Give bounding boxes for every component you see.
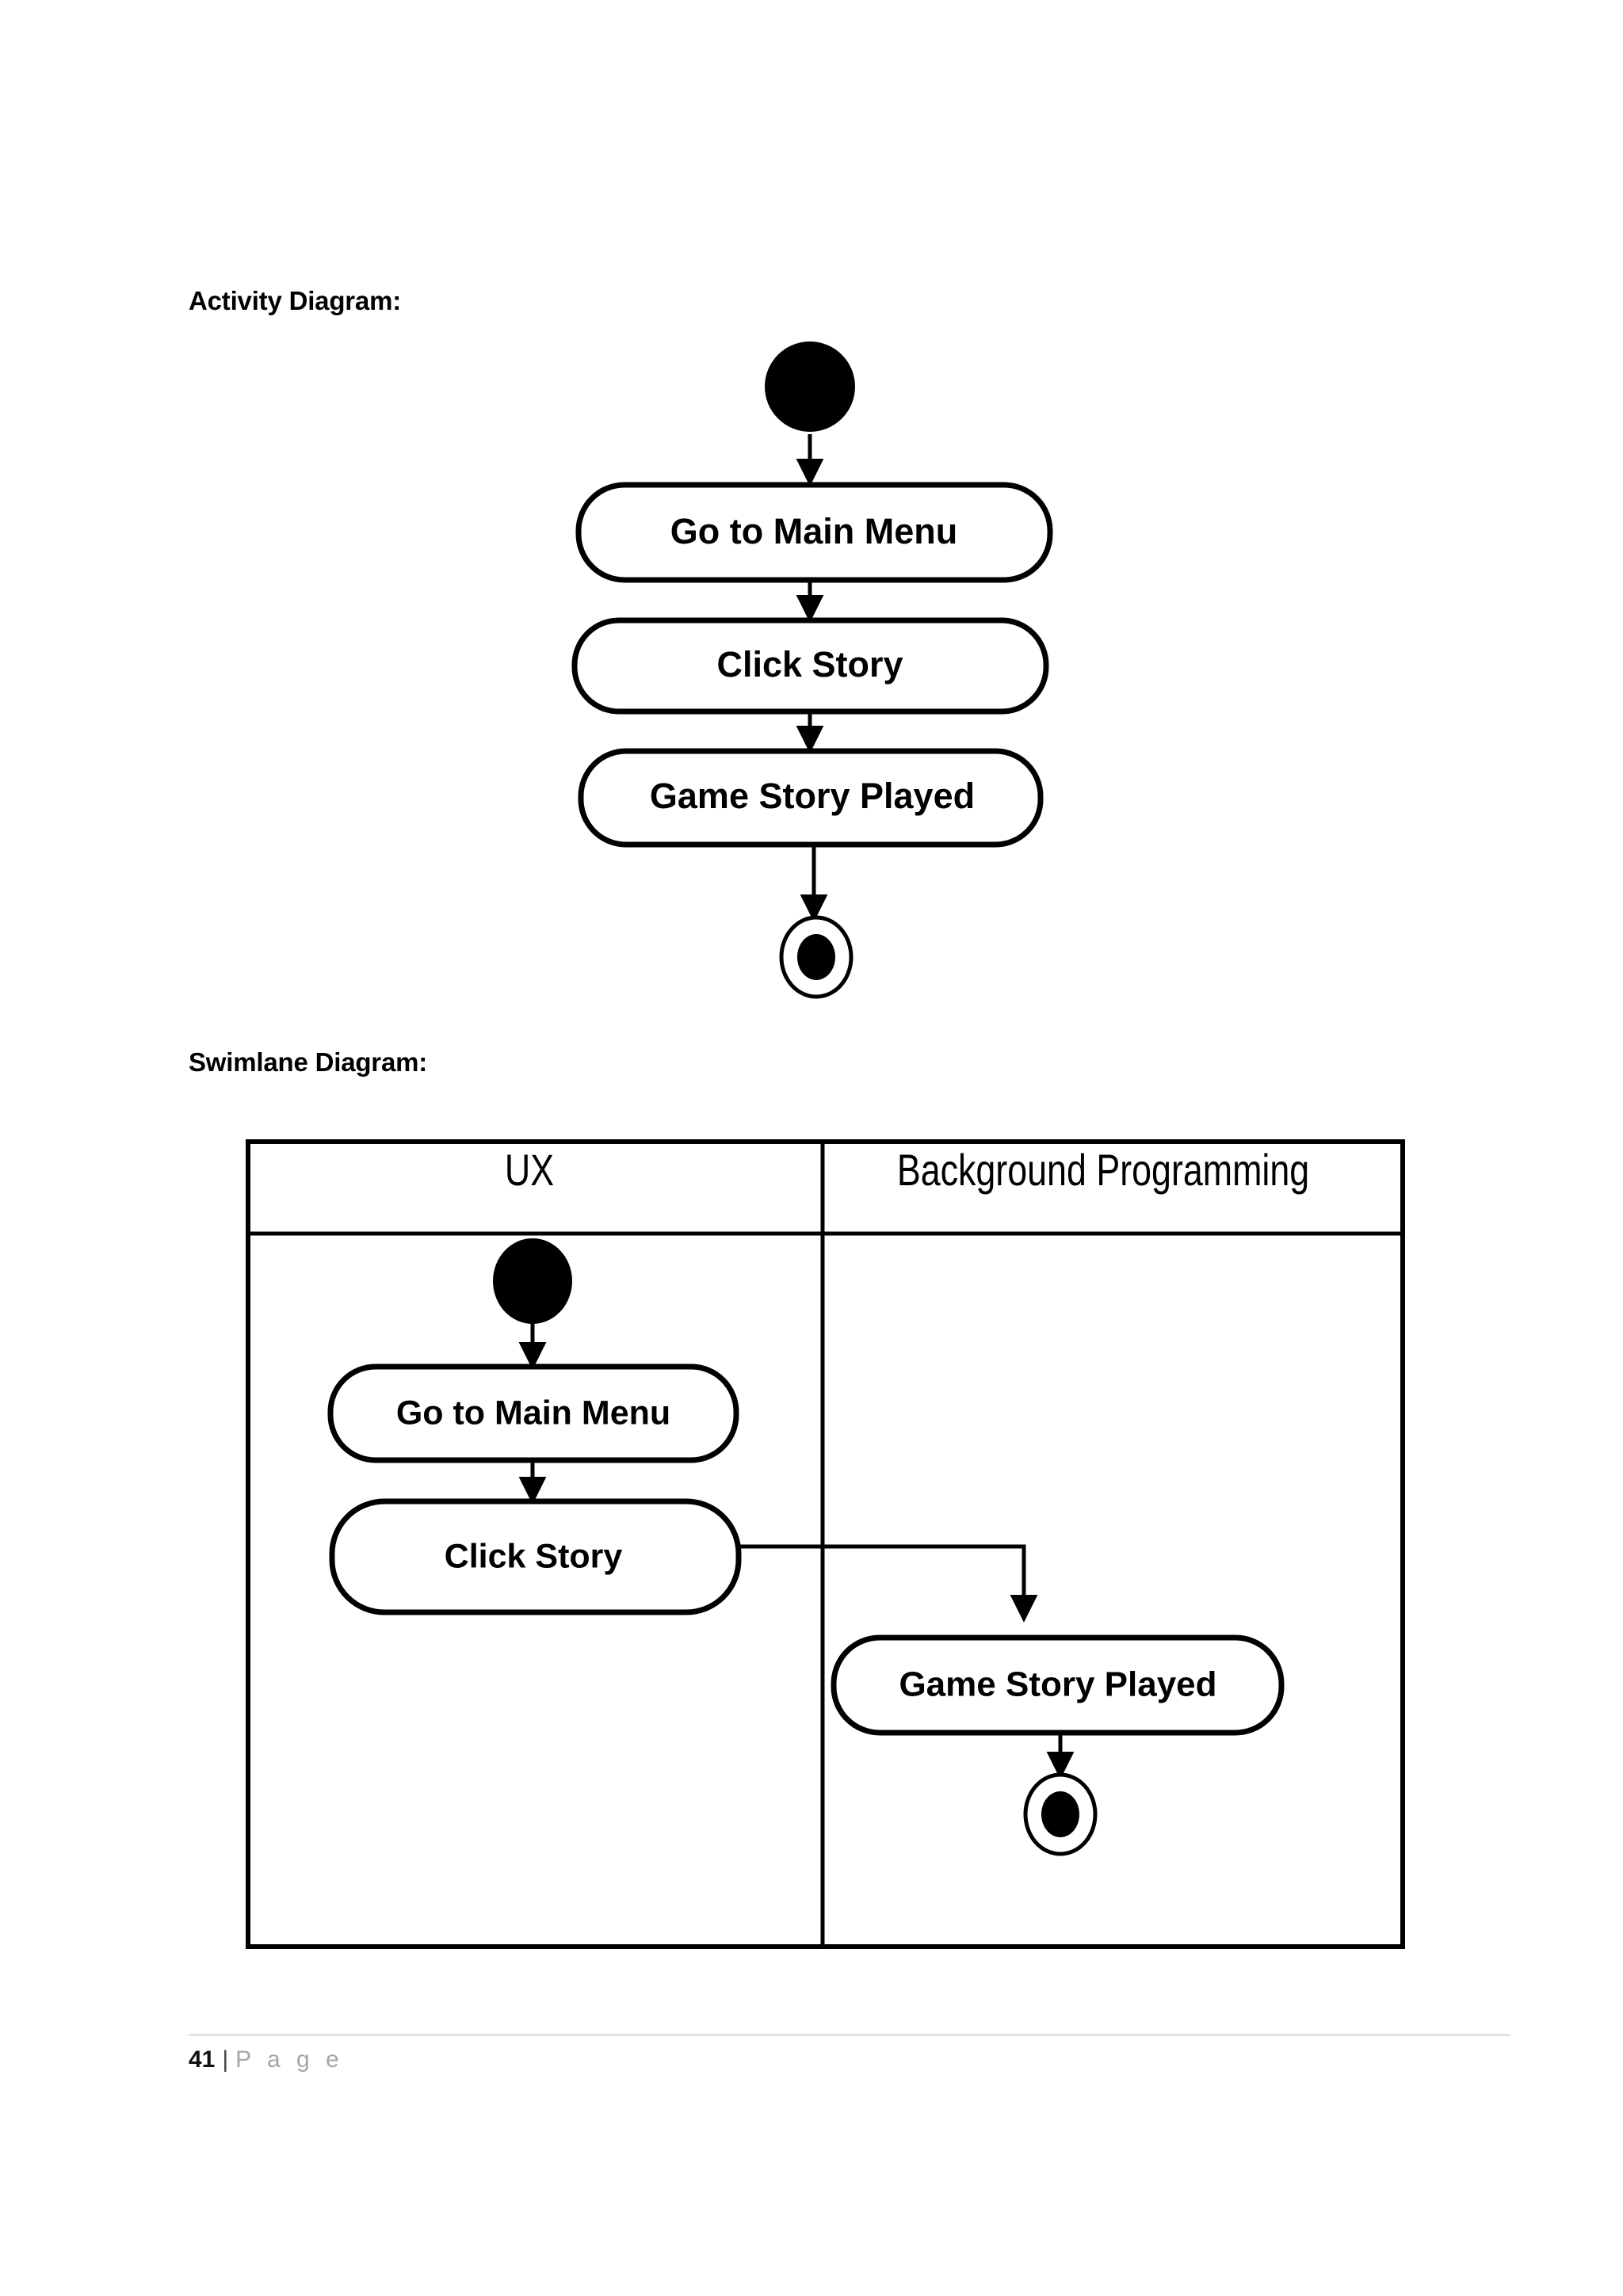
footer-divider [189, 2034, 1510, 2036]
swimlane-diagram-caption: Swimlane Diagram: [189, 1047, 428, 1077]
activity-action-click-story [571, 617, 1049, 715]
page-footer: 41 | P a g e [189, 2046, 344, 2073]
activity-action-go-to-main-menu-label: Go to Main Menu [670, 511, 957, 551]
activity-start-node [765, 341, 855, 432]
swimlane-edge-node2-to-node3 [739, 1544, 1038, 1623]
swimlane-action-click-story-label: Click Story [445, 1537, 623, 1575]
activity-final-node-inner [797, 934, 835, 980]
activity-action-click-story-label: Click Story [716, 644, 903, 685]
footer-separator: | [222, 2046, 229, 2073]
activity-action-game-story-played [578, 748, 1044, 848]
swimlane-action-game-story-played [831, 1634, 1285, 1736]
swimlane-frame [246, 1139, 1405, 1949]
swimlane-start-node [493, 1238, 572, 1324]
activity-action-game-story-played-label: Game Story Played [650, 776, 975, 816]
activity-diagram-caption: Activity Diagram: [189, 286, 402, 315]
swimlane-header-ux: UX [505, 1145, 554, 1195]
swimlane-action-go-to-main-menu [327, 1363, 739, 1463]
swimlane-action-game-story-played-label: Game Story Played [899, 1665, 1216, 1704]
footer-page-word: P a g e [235, 2046, 344, 2073]
swimlane-header-background-programming: Background Programming [897, 1145, 1309, 1195]
footer-page-number: 41 [189, 2046, 216, 2073]
activity-final-node-outer [779, 915, 854, 999]
swimlane-final-node-outer [1023, 1772, 1098, 1856]
activity-action-go-to-main-menu [575, 482, 1053, 583]
swimlane-final-node-inner [1041, 1791, 1079, 1837]
swimlane-action-go-to-main-menu-label: Go to Main Menu [396, 1394, 670, 1432]
swimlane-action-click-story [329, 1498, 742, 1615]
